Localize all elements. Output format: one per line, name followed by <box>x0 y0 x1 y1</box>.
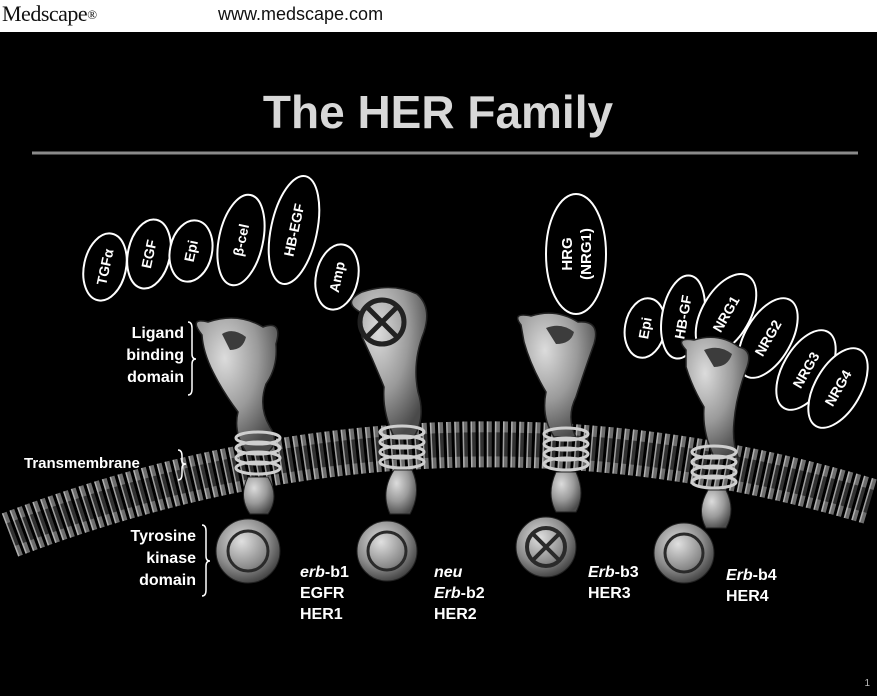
her4-name-label: Erb-b4 HER4 <box>726 567 777 605</box>
her2-kinase-domain <box>357 521 417 581</box>
her3-her-name: HER3 <box>588 585 631 602</box>
svg-text:Erb-b3: Erb-b3 <box>588 564 639 581</box>
svg-text:erb-b1: erb-b1 <box>300 564 349 581</box>
her2-neu-italic: neu <box>434 564 463 581</box>
her3-ligand-label: HRG <box>559 237 576 270</box>
medscape-logo: Medscape® <box>2 1 97 27</box>
her3-name-label: Erb-b3 HER3 <box>588 564 639 602</box>
svg-text:Erb-b4: Erb-b4 <box>726 567 777 584</box>
receptor-egfr <box>196 318 280 583</box>
egfr-alias: EGFR <box>300 585 345 602</box>
her2-gene-italic: Erb <box>434 585 461 602</box>
her3-gene-italic: Erb <box>588 564 615 581</box>
ligand-domain-label: Ligand binding domain <box>126 322 196 395</box>
egfr-ligand-oval: Epi <box>164 216 218 285</box>
svg-text:neu: neu <box>434 564 463 581</box>
svg-text:Erb-b2: Erb-b2 <box>434 585 485 602</box>
egfr-ligand-oval: β-cel <box>210 190 272 289</box>
transmembrane-label-text: Transmembrane <box>24 455 140 472</box>
site-url: www.medscape.com <box>218 4 383 25</box>
kinase-label-line2: kinase <box>146 550 196 567</box>
her2-gene-suffix: -b2 <box>461 585 485 602</box>
egfr-ligand-oval: TGFα <box>77 229 132 304</box>
kinase-domain-label: Tyrosine kinase domain <box>131 525 211 596</box>
her3-gene-suffix: -b3 <box>615 564 639 581</box>
egfr-gene-suffix: -b1 <box>325 564 349 581</box>
kinase-brace <box>202 525 210 596</box>
ligand-label-line1: Ligand <box>132 325 184 342</box>
egfr-gene-italic: erb <box>300 564 325 581</box>
top-bar: Medscape® www.medscape.com <box>0 0 877 32</box>
kinase-label-line1: Tyrosine <box>131 528 197 545</box>
kinase-label-line3: domain <box>139 572 196 589</box>
her2-her-name: HER2 <box>434 606 477 623</box>
her3-ligand-label: (NRG1) <box>578 228 595 280</box>
egfr-kinase-domain <box>216 519 280 583</box>
receptor-her2 <box>351 287 426 581</box>
her2-name-label: neu Erb-b2 HER2 <box>434 564 485 623</box>
her4-kinase-domain <box>654 523 714 583</box>
egfr-name-label: erb-b1 EGFR HER1 <box>300 564 349 623</box>
slide-title: The HER Family <box>263 86 614 138</box>
ligand-label-line3: domain <box>127 369 184 386</box>
egfr-her-name: HER1 <box>300 606 343 623</box>
her4-gene-suffix: -b4 <box>753 567 777 584</box>
ligand-brace <box>188 322 196 395</box>
her3-ligand-group: HRG(NRG1) <box>546 194 606 314</box>
her3-ligand-oval: HRG(NRG1) <box>546 194 606 314</box>
ligand-label-line2: binding <box>126 347 184 364</box>
slide-page-number: 1 <box>864 678 870 689</box>
her4-gene-italic: Erb <box>726 567 753 584</box>
her4-her-name: HER4 <box>726 588 769 605</box>
